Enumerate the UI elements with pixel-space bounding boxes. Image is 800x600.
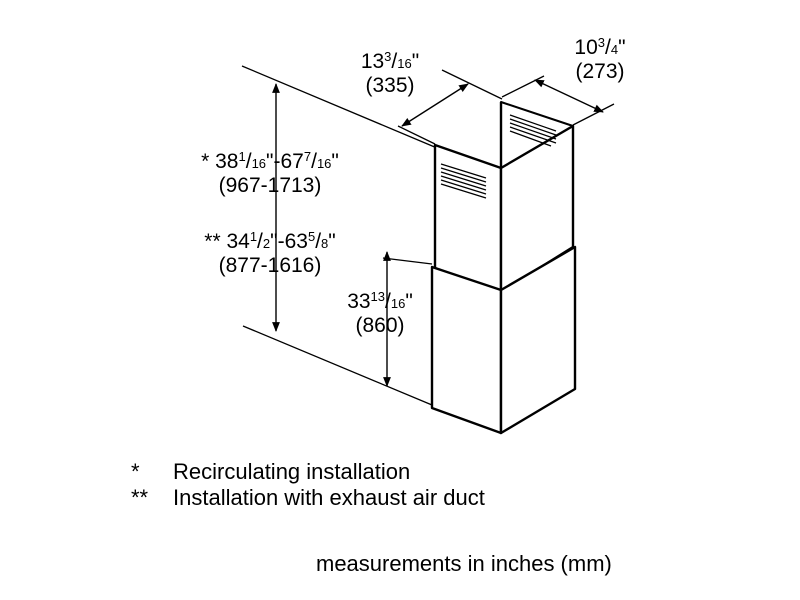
depth-dimension-label: 133/16" (335) (360, 49, 420, 97)
legend-mark: ** (131, 485, 149, 510)
lower-right-face (499, 245, 577, 435)
lower-left-face (430, 265, 503, 435)
vent-slots-back (509, 114, 557, 147)
legend-text: Installation with exhaust air duct (173, 485, 485, 510)
exhaust-height-label: ** 341/2"-635/8" (877-1616) (204, 229, 336, 277)
width-extension-top (501, 75, 545, 98)
units-note: measurements in inches (mm) (316, 551, 612, 576)
upper-left-face (433, 143, 503, 294)
dimension-arrows (272, 79, 604, 387)
legend-text: Recirculating installation (173, 459, 411, 484)
top-extension-line (241, 65, 438, 149)
lower-section-height-label: 3313/16" (860) (347, 289, 413, 337)
recirculating-height-label: * 381/16"-677/16" (967-1713) (201, 149, 339, 197)
bottom-extension-line (242, 325, 433, 406)
legend-mark: * (131, 459, 140, 484)
legend-item-recirculating: * Recirculating installation (131, 459, 410, 485)
width-dimension-label: 103/4" (273) (574, 35, 626, 83)
chimney-duct (430, 101, 577, 435)
depth-arrow (401, 83, 469, 127)
legend-item-exhaust: ** Installation with exhaust air duct (131, 485, 485, 511)
vent-slots-front (440, 163, 487, 199)
depth-extension-left (397, 125, 436, 145)
depth-extension-top (441, 69, 503, 100)
width-extension-right (572, 103, 615, 126)
width-arrow (534, 79, 604, 113)
lower-extension-line (382, 257, 433, 265)
extension-lines (241, 65, 615, 406)
